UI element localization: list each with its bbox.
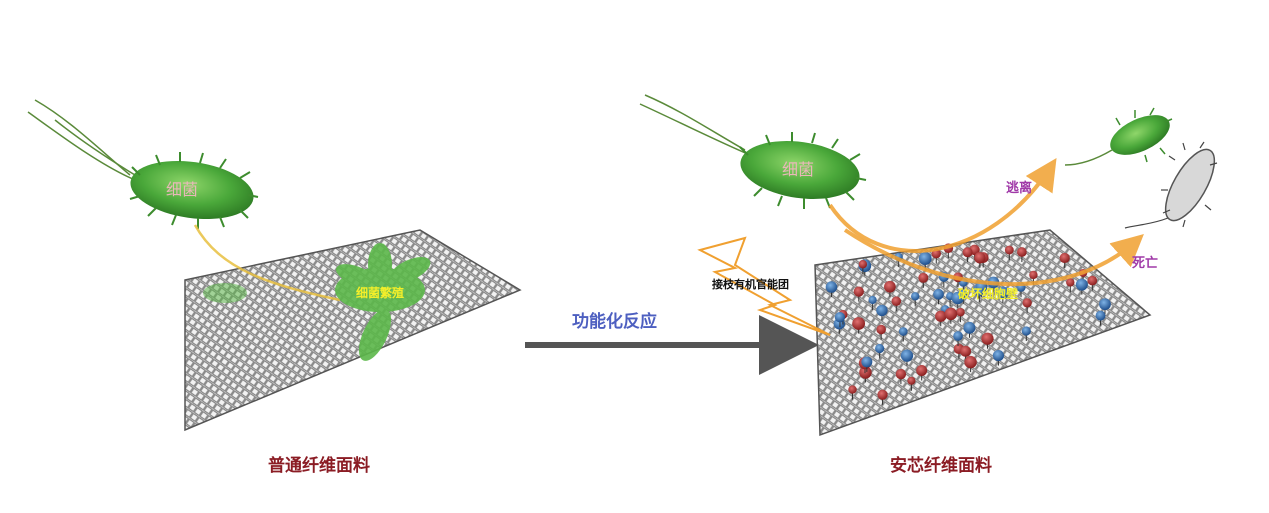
- right-bacterium-label: 细菌: [782, 160, 815, 179]
- process-arrow-label: 功能化反应: [572, 312, 657, 332]
- cell-wall-damage-label: 破坏细胞壁: [958, 287, 1019, 301]
- graft-group-label: 接枝有机官能团: [712, 278, 789, 291]
- functional-group-ball: [853, 286, 864, 297]
- functional-group-ball: [898, 327, 908, 336]
- bacterial-growth-label: 细菌繁殖: [356, 286, 405, 300]
- escaped-bacterium: [1064, 107, 1173, 166]
- right-bacterium: [739, 132, 867, 209]
- functional-group-ball: [1087, 275, 1098, 286]
- functional-group-ball: [933, 288, 944, 300]
- bacterial-colony: [203, 243, 431, 361]
- functional-group-ball: [848, 385, 857, 394]
- functional-group-ball: [858, 260, 868, 269]
- functional-group-ball: [900, 349, 914, 362]
- left-infection-path: [193, 224, 341, 302]
- functional-group-ball: [1095, 310, 1106, 321]
- left-bacterium-flagella: [27, 99, 141, 181]
- functional-group-ball: [1099, 298, 1111, 311]
- functional-group-ball: [891, 296, 902, 307]
- functional-group-ball: [974, 252, 986, 264]
- functional-group-ball: [911, 292, 920, 301]
- functional-group-ball: [1059, 252, 1070, 264]
- functional-group-ball: [1075, 278, 1088, 291]
- functional-group-ball: [1022, 298, 1032, 308]
- right-bacterium-flagella: [639, 94, 751, 156]
- functional-group-ball: [956, 307, 965, 317]
- functional-group-ball: [895, 368, 907, 380]
- functional-group-ball: [960, 345, 972, 357]
- functional-group-ball: [861, 356, 873, 368]
- functional-group-ball: [918, 252, 932, 265]
- functional-group-ball: [918, 272, 929, 283]
- functional-group-ball: [876, 324, 886, 335]
- functional-group-ball: [877, 389, 888, 400]
- functional-group-ball: [884, 280, 896, 293]
- functional-group-ball: [963, 321, 976, 334]
- functional-group-ball: [1017, 247, 1027, 257]
- escape-path: [828, 157, 1057, 253]
- escape-label: 逃离: [1006, 181, 1033, 196]
- death-label: 死亡: [1132, 256, 1159, 271]
- death-path: [843, 228, 1144, 287]
- functional-groups: [825, 243, 1111, 405]
- left-bacterium: [129, 152, 259, 229]
- functional-group-ball: [992, 349, 1005, 362]
- functional-group-ball: [981, 332, 994, 345]
- functional-group-ball: [944, 307, 958, 321]
- functional-group-ball: [834, 312, 846, 323]
- functional-group-ball: [907, 376, 916, 385]
- right-caption: 安芯纤维面料: [890, 456, 992, 476]
- functional-group-ball: [1021, 326, 1031, 336]
- functional-group-ball: [825, 281, 838, 293]
- functional-group-ball: [996, 286, 1010, 300]
- functional-group-ball: [935, 310, 947, 322]
- functional-group-ball: [852, 317, 866, 330]
- functional-group-ball: [964, 355, 977, 369]
- left-caption: 普通纤维面料: [268, 456, 370, 476]
- left-bacterium-label: 细菌: [166, 180, 199, 199]
- functional-group-ball: [951, 291, 964, 305]
- functional-group-ball: [868, 295, 877, 305]
- functional-group-ball: [962, 247, 973, 258]
- functional-group-ball: [875, 343, 885, 354]
- functional-group-ball: [916, 365, 928, 377]
- dead-bacterium: [1124, 141, 1218, 229]
- functional-group-ball: [1004, 245, 1014, 255]
- functional-group-ball: [953, 331, 963, 341]
- functional-group-ball: [1029, 270, 1038, 280]
- graft-lightning-icon: [697, 236, 831, 336]
- functional-group-ball: [975, 287, 984, 297]
- left-fabric-mesh: [184, 229, 522, 432]
- functional-group-ball: [876, 304, 888, 317]
- functional-group-ball: [1066, 278, 1075, 287]
